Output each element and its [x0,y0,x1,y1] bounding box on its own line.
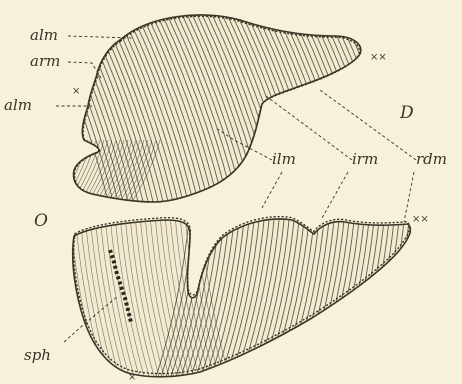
label-O: O [34,211,48,231]
muscle-fibre [42,140,72,205]
muscle-fibre [355,10,425,210]
muscle-fibre [38,140,68,205]
label-D: D [399,103,414,123]
label-arm: arm [30,52,60,70]
muscle-fibre [46,140,76,205]
muscle-fibre [34,140,64,205]
muscle-fibre [360,10,430,210]
leader-irm-lower [322,172,348,218]
label-ilm: ilm [272,150,296,168]
muscle-fibre [30,140,60,205]
muscle-fibre [380,10,450,210]
label-alm-left: alm [4,96,32,114]
mark-bottom: × [128,372,136,383]
label-alm-top: alm [30,26,58,44]
lower-muscle-lobe [60,210,440,380]
mark-left: × [72,86,80,97]
upper-muscle-lobe [30,10,450,210]
muscle-fibre [405,210,440,380]
label-irm: irm [352,150,378,168]
upper-lobe-outline [74,15,361,202]
label-rdm: rdm [416,150,447,168]
mark-top-right: ×× [370,52,387,63]
label-sph: sph [24,346,51,364]
mark-right-lower: ×× [412,214,429,225]
leader-ilm-lower [262,172,282,208]
